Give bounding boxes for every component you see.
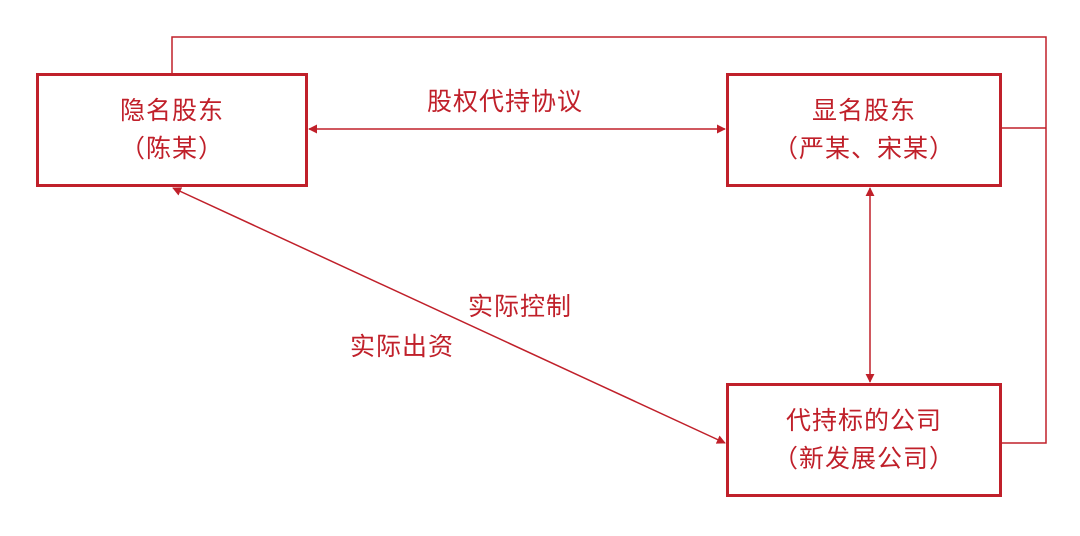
outer-connector-line [171, 36, 1047, 444]
target-company-subtitle: （新发展公司） [772, 444, 955, 473]
hidden-shareholder-box: 隐名股东 （陈某） [36, 73, 308, 187]
hidden-shareholder-title: 隐名股东 [119, 96, 224, 125]
hidden-shareholder-subtitle: （陈某） [119, 134, 224, 163]
actual-control-label: 实际控制 [468, 292, 573, 321]
nominee-shareholder-subtitle: （严某、宋某） [772, 134, 955, 163]
target-company-title: 代持标的公司 [785, 406, 942, 435]
agreement-label: 股权代持协议 [427, 87, 584, 116]
nominee-shareholder-box: 显名股东 （严某、宋某） [726, 73, 1002, 187]
nominee-shareholder-title: 显名股东 [811, 96, 916, 125]
target-company-box: 代持标的公司 （新发展公司） [726, 383, 1002, 497]
actual-funding-label: 实际出资 [350, 332, 455, 361]
hidden-company-arrow [172, 187, 726, 444]
